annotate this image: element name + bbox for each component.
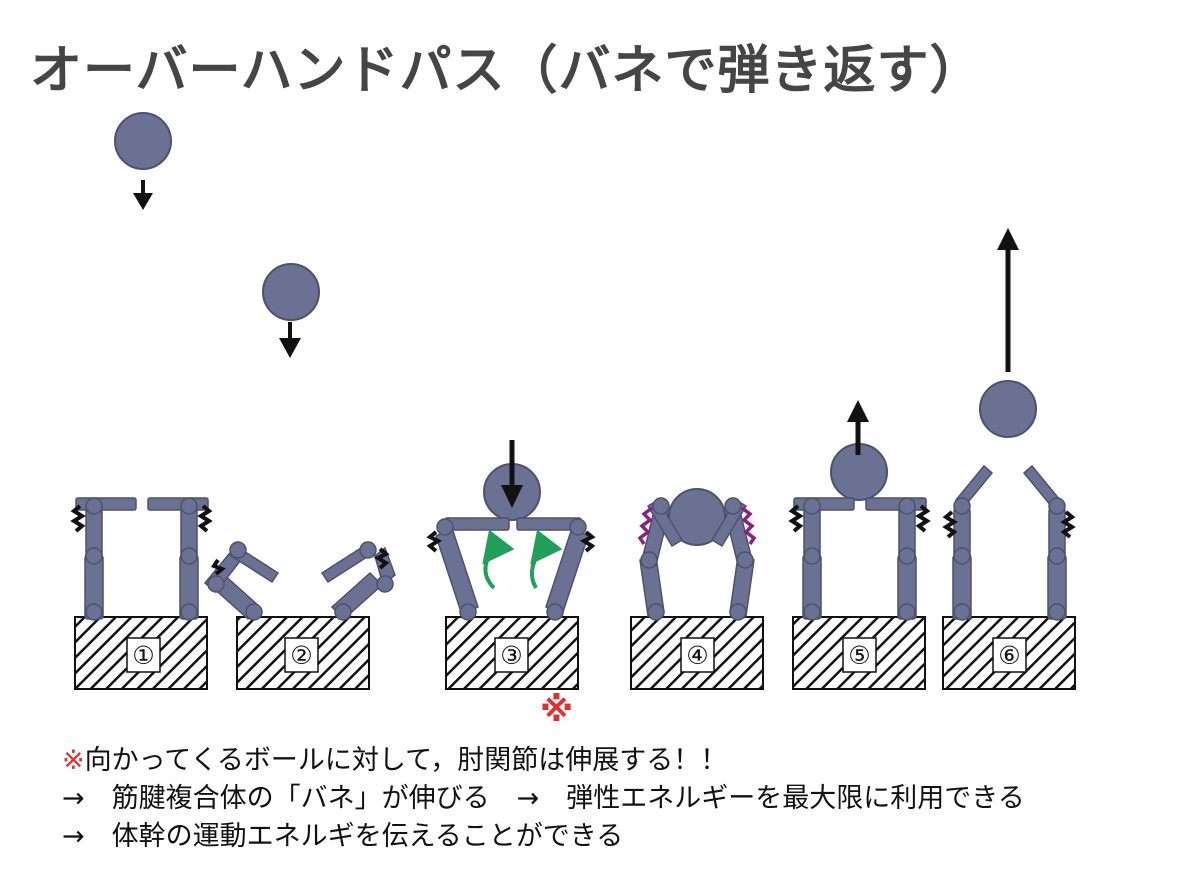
spring-icon xyxy=(1060,510,1076,539)
spring-icon xyxy=(373,547,390,570)
notes: ※向かってくるボールに対して，肘関節は伸展する！！ → 筋腱複合体の「バネ」が伸… xyxy=(62,742,1025,856)
spring-icon xyxy=(426,530,443,553)
stage-3 xyxy=(426,440,596,690)
falling-ball-1 xyxy=(114,112,172,210)
stage-label-4: ④ xyxy=(686,641,708,670)
note-mark: ※ xyxy=(62,745,85,776)
slide-title: オーバーハンドパス（バネで弾き返す） xyxy=(30,40,983,101)
spring-icon xyxy=(210,558,226,576)
note-text: 向かってくるボールに対して，肘関節は伸展する！！ xyxy=(84,745,728,776)
note-line-2: → 筋腱複合体の「バネ」が伸びる → 弾性エネルギーを最大限に利用できる xyxy=(62,783,1025,814)
stage-5 xyxy=(788,400,931,690)
stage-label-6: ⑥ xyxy=(998,641,1020,670)
stage-label-1: ① xyxy=(132,641,154,670)
note-line-1: ※向かってくるボールに対して，肘関節は伸展する！！ xyxy=(62,742,1025,780)
down-arrow-icon xyxy=(501,485,523,508)
stage-label-2: ② xyxy=(290,641,312,670)
stage-2 xyxy=(203,541,396,690)
stage-6 xyxy=(942,228,1076,690)
spring-icon xyxy=(197,504,213,533)
stage-1 xyxy=(70,497,213,690)
ball xyxy=(262,263,320,321)
spring-icon xyxy=(70,504,86,533)
rotation-arrow-icon xyxy=(482,529,515,590)
ball xyxy=(979,380,1037,438)
stage-label-3: ③ xyxy=(500,641,522,670)
stretched-spring-icon xyxy=(637,506,654,545)
falling-ball-2 xyxy=(262,263,320,358)
spring-icon xyxy=(942,510,958,539)
up-arrow-icon xyxy=(847,400,869,422)
spring-icon xyxy=(788,504,804,533)
base-block xyxy=(630,616,764,690)
spring-icon xyxy=(579,530,596,553)
ball xyxy=(114,112,172,170)
stage-label-5: ⑤ xyxy=(848,641,870,670)
stage-4 xyxy=(630,488,764,690)
stretched-spring-icon xyxy=(740,506,757,545)
rotation-arrow-icon xyxy=(529,529,563,590)
up-arrow-icon xyxy=(997,228,1019,250)
note-line-3: → 体幹の運動エネルギを伝えることができる xyxy=(62,821,624,852)
spring-icon xyxy=(915,504,931,533)
note-reference-mark: ※ xyxy=(540,690,574,730)
base-block xyxy=(445,616,579,690)
